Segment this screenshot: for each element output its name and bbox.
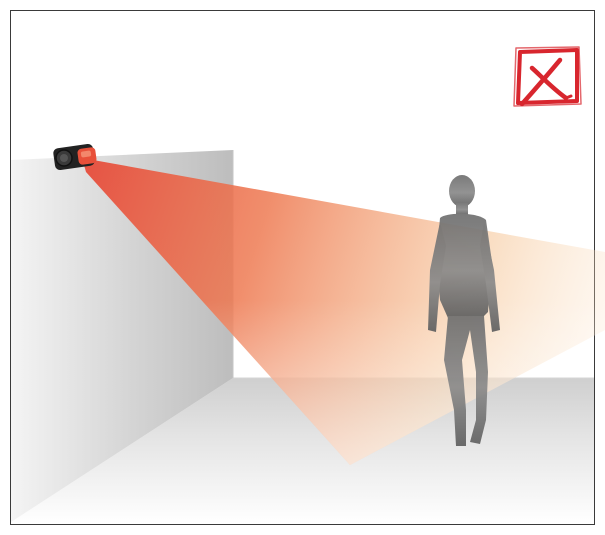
- scene: [0, 0, 605, 535]
- illustration: [0, 0, 605, 535]
